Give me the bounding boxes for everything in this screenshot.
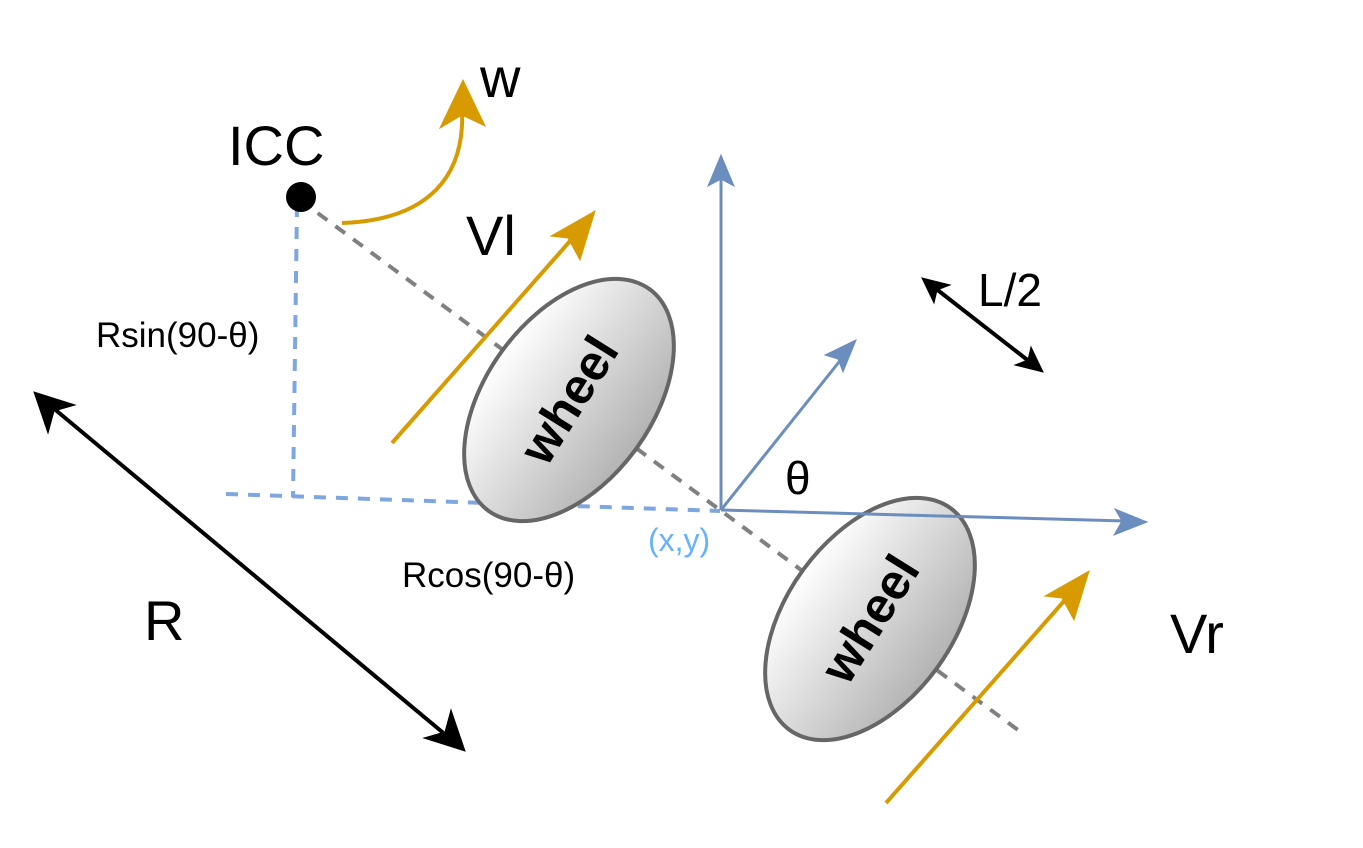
vl-arrowhead <box>549 209 596 262</box>
vl-label: Vl <box>466 204 516 267</box>
icc-point <box>286 182 316 212</box>
axis-horizontal <box>720 508 1126 523</box>
half-axle-arrowhead-start <box>921 277 952 305</box>
robot-axes <box>706 153 1149 536</box>
half-axle-double-arrow <box>921 277 1044 373</box>
axis-vertical-arrowhead <box>706 153 736 188</box>
vr-label: Vr <box>1170 602 1224 665</box>
velocity-arrows <box>341 78 1090 805</box>
radius-arrowhead-end <box>422 708 466 752</box>
rcos-projection-line <box>225 492 721 513</box>
half-axle-arrowhead-end <box>1013 345 1044 373</box>
radius-label: R <box>144 589 184 652</box>
axis-horizontal-arrowhead <box>1112 507 1149 536</box>
radius-arrowhead-start <box>33 391 77 435</box>
wheel-left: wheel <box>462 276 676 524</box>
rsin-label: Rsin(90-θ) <box>96 316 259 355</box>
position-label: (x,y) <box>648 522 710 558</box>
omega-arrowhead <box>438 78 487 130</box>
radius-double-arrow <box>33 391 466 752</box>
vr-arrowhead <box>1043 569 1090 622</box>
axis-heading-arrowhead <box>823 338 857 374</box>
omega-arrow <box>341 109 465 225</box>
icc-label: ICC <box>228 114 324 177</box>
half-axle-label: L/2 <box>978 264 1042 316</box>
vl-arrow <box>390 230 580 445</box>
rcos-label: Rcos(90-θ) <box>402 556 575 595</box>
wheel-right: wheel <box>763 495 977 743</box>
vr-arrow <box>884 590 1074 805</box>
rsin-projection-line <box>291 204 299 498</box>
theta-label: θ <box>785 452 811 504</box>
axis-heading <box>719 356 845 511</box>
axle-dashed-line <box>298 198 1020 732</box>
omega-label: w <box>479 46 521 109</box>
